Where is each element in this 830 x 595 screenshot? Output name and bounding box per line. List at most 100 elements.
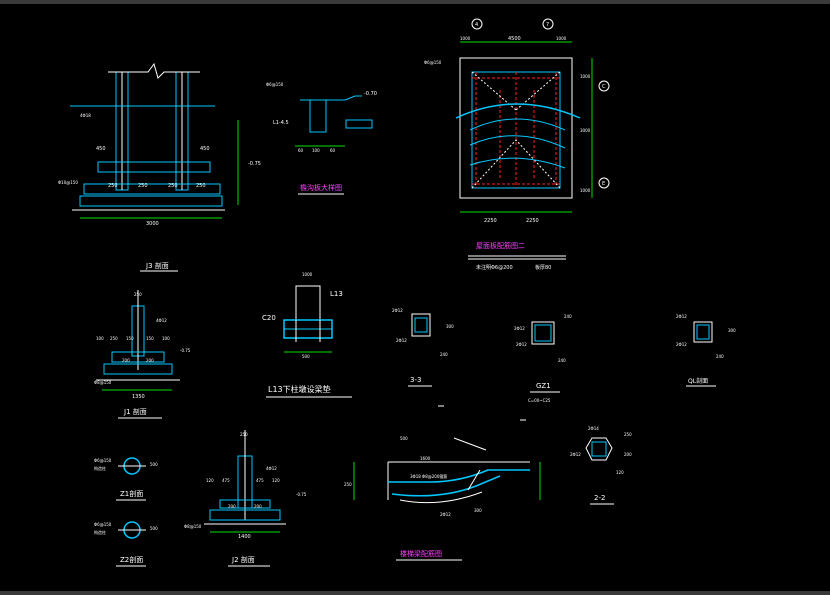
eaves-gutter [345,119,373,129]
grid-label-4: 4 [475,22,478,28]
z2-title: Z2剖面 [120,555,143,564]
l13-c20: C20 [262,314,276,322]
gz1-dim-240: 240 [564,314,572,319]
s33-stirrup [414,317,428,333]
eaves-dim-60b: 60 [330,148,336,153]
roof-bar-label: Φ6@150 [424,60,442,65]
roof-dim-3000: 3000 [580,128,591,133]
gz1-stirrup [534,324,552,342]
gz1-section: 2Φ12 2Φ12 240 240 GZ1 C=00~C25 [514,314,572,403]
ql-bar-top: 2Φ12 [676,314,687,319]
ql-stirrup [696,324,710,340]
s22-dim-200: 200 [624,452,632,457]
z2-bar: Φ6@150 [94,522,112,527]
roof-rebar-curve [469,157,566,169]
s22-bar-top: 2Φ14 [588,426,599,431]
gz1-bar-top: 2Φ12 [514,326,525,331]
stair-bar-label: 3Φ18 Φ8@200箍筋 [410,473,447,479]
grid-label-7: 7 [546,22,549,28]
ql-dim-240: 240 [716,354,724,359]
j1-footing-step [111,351,165,363]
eaves-level: -0.70 [364,91,377,97]
l13-label: L13 [330,290,343,298]
l13-column [295,285,321,321]
roof-dim-2250b: 2250 [526,218,539,224]
j3-ground-beam [97,161,211,173]
grid-label-c: C [602,84,606,90]
s33-bar-bot: 2Φ12 [396,338,407,343]
s33-title: 3-3 [410,376,421,384]
roof-outline [459,57,573,199]
s33-dim-240: 240 [440,352,448,357]
j3-title: J3 剖面 [145,261,169,270]
stair-dim-500: 500 [400,436,408,441]
s22-dim-250: 250 [624,432,632,437]
roof-rebar-curve [469,118,566,131]
eaves-detail: Φ6@150 L1-4.5 -0.70 60 100 60 檐沟板大样图 [266,82,377,195]
j3-dim-3000: 3000 [146,221,159,227]
j1-title: J1 剖面 [123,407,147,416]
l13-title: L13下柱墩设梁垫 [268,384,331,394]
j1-footing [103,363,173,375]
j2-level: -0.75 [296,492,307,497]
section-2-2: 2Φ14 2Φ12 250 200 120 2-2 [570,426,632,505]
j3-break-line [108,62,200,79]
j3-bar-label: 4Φ18 [80,113,91,118]
eaves-bar: Φ6@150 [266,82,284,87]
j1-dim-100b: 100 [162,336,170,341]
l13-dim-1000: 1000 [302,272,313,277]
j1-dim-1350: 1350 [132,394,145,400]
j2-dim-250: 250 [240,432,248,437]
roof-rebar-curve [455,103,581,119]
z1-bar: Φ6@150 [94,458,112,463]
j2-dim-120b: 120 [272,478,280,483]
s22-dim-180: 120 [616,470,624,475]
j2-dim-200a: 200 [228,504,236,509]
j2-dim-175b: 475 [256,478,264,483]
j2-bar2: Φ8@150 [184,524,202,529]
j3-dim-250d: 250 [196,183,206,189]
bottom-edge-strip [0,591,830,595]
stair-beam-detail: 3Φ18 Φ8@200箍筋 1600 250 300 2Φ12 500 楼梯梁配… [344,436,541,561]
stair-dim-1600: 1600 [420,456,431,461]
eaves-l15: L1-4.5 [273,120,289,126]
s22-outline [585,437,613,461]
eaves-lip [344,95,362,101]
roof-dim-1000b: 1000 [556,36,567,41]
z1-dim: 500 [150,462,158,467]
s33-dim-300: 300 [446,324,454,329]
ql-beam [693,321,713,343]
grid-bubble-c [598,80,610,92]
stair-soffit [399,491,483,504]
stair-leader [453,437,487,451]
s22-bar-bot: 2Φ12 [570,452,581,457]
j2-title: J2 剖面 [231,555,255,564]
j1-dim-250: 250 [134,292,142,297]
z1-section: Φ6@150 构造柱 500 Z1剖面 [94,457,158,501]
stair-rebar-top [388,469,530,483]
stair-title: 楼梯梁配筋图 [400,549,442,558]
roof-dim-1000c: 1000 [580,74,591,79]
roof-dim-1000d: 1000 [580,188,591,193]
j2-dim-175: 475 [222,478,230,483]
eaves-beam [309,99,327,133]
roof-dim-4500: 4500 [508,36,521,42]
ql-dim-300: 300 [728,328,736,333]
j2-footing-step [219,499,271,509]
roof-rebar-curve [469,135,566,149]
s33-beam [411,313,431,337]
j1-dim-200b: 200 [146,358,154,363]
ql-section: 2Φ12 2Φ12 300 240 QL剖面 [676,314,736,387]
ql-bar-bot: 2Φ12 [676,342,687,347]
j3-dim-450b: 450 [200,146,210,152]
gz1-title: GZ1 [536,382,551,390]
z2-note: 构造柱 [94,529,106,535]
z1-note: 构造柱 [94,465,106,471]
grid-bubble-7 [542,18,554,30]
gz1-bar-bot: 2Φ12 [516,342,527,347]
j1-dim-200: 200 [122,358,130,363]
j1-bar: 4Φ12 [156,318,167,323]
roof-dim-2250a: 2250 [484,218,497,224]
section-3-3: 2Φ12 2Φ12 300 240 3-3 [392,308,454,387]
